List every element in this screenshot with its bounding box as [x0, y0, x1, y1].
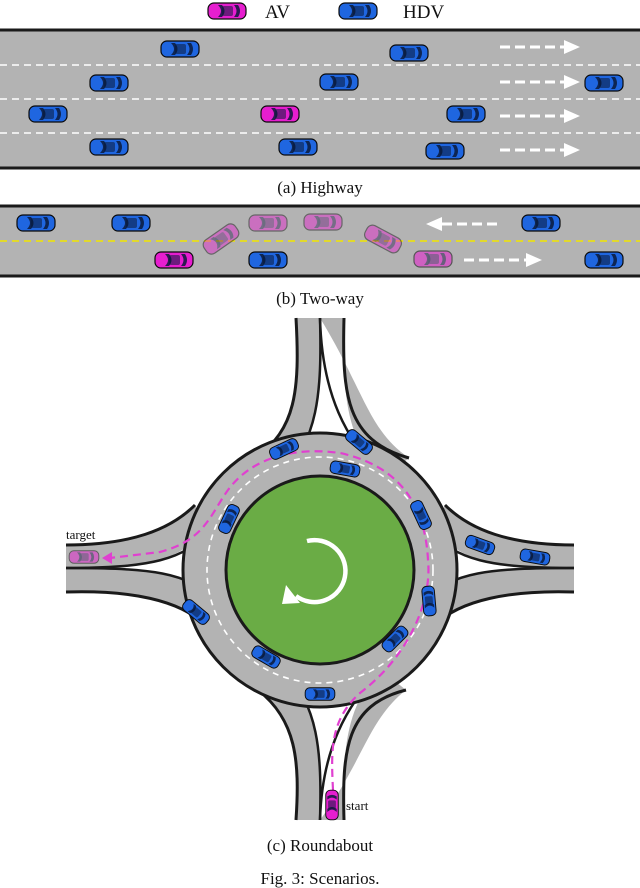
av-car-icon — [260, 105, 300, 123]
road-south-right — [320, 670, 406, 820]
av-ghost-car-icon — [248, 214, 288, 232]
av-ghost-car-icon — [413, 250, 453, 268]
hdv-car-icon — [89, 74, 129, 92]
target-label: target — [66, 527, 96, 542]
highway-arrow-heads — [564, 40, 580, 157]
hdv-car-icon — [446, 105, 486, 123]
hdv-car-icon — [521, 214, 561, 232]
central-island — [224, 474, 416, 666]
caption-two-way: (b) Two-way — [276, 289, 364, 308]
av-ghost-car-icon — [303, 213, 343, 231]
hdv-car-icon — [304, 687, 336, 701]
legend-hdv-car-icon — [338, 2, 378, 20]
ring-lane-marking — [206, 456, 434, 684]
road-north-right — [320, 318, 409, 478]
av-car-icon — [154, 251, 194, 269]
counterclockwise-arrow-icon — [282, 537, 348, 605]
hdv-car-icon — [425, 142, 465, 160]
figure-caption: Fig. 3: Scenarios. — [261, 869, 380, 888]
hdv-car-icon — [111, 214, 151, 232]
caption-highway: (a) Highway — [277, 178, 363, 197]
hdv-car-icon — [16, 214, 56, 232]
hdv-car-icon — [28, 105, 68, 123]
hdv-car-icon — [278, 138, 318, 156]
legend-av-label: AV — [265, 2, 290, 23]
caption-roundabout: (c) Roundabout — [267, 836, 374, 855]
legend-hdv-label: HDV — [403, 2, 444, 23]
av-path-arrow-icon — [102, 552, 112, 564]
two-way-scenario: (b) Two-way — [0, 204, 640, 308]
roundabout-scenario: target start (c) Roundabout — [65, 317, 575, 855]
highway-scenario: (a) Highway — [0, 28, 640, 197]
hdv-car-icon — [319, 73, 359, 91]
two-way-arrow-heads — [426, 217, 542, 267]
legend: AV HDV — [207, 2, 444, 23]
hdv-car-icon — [160, 40, 200, 58]
hdv-car-icon — [584, 251, 624, 269]
two-way-direction-arrows — [440, 222, 528, 262]
hdv-car-icon — [389, 44, 429, 62]
hdv-car-icon — [584, 74, 624, 92]
road-east — [428, 505, 574, 625]
highway-direction-arrows — [500, 45, 566, 152]
av-car-icon — [325, 789, 339, 821]
hdv-car-icon — [421, 585, 437, 617]
hdv-car-icon — [89, 138, 129, 156]
legend-av-car-icon — [207, 2, 247, 20]
av-ghost-car-icon — [68, 550, 100, 564]
start-label: start — [346, 798, 369, 813]
hdv-car-icon — [248, 251, 288, 269]
highway-lane-markings — [0, 64, 640, 134]
road-west — [66, 505, 212, 625]
